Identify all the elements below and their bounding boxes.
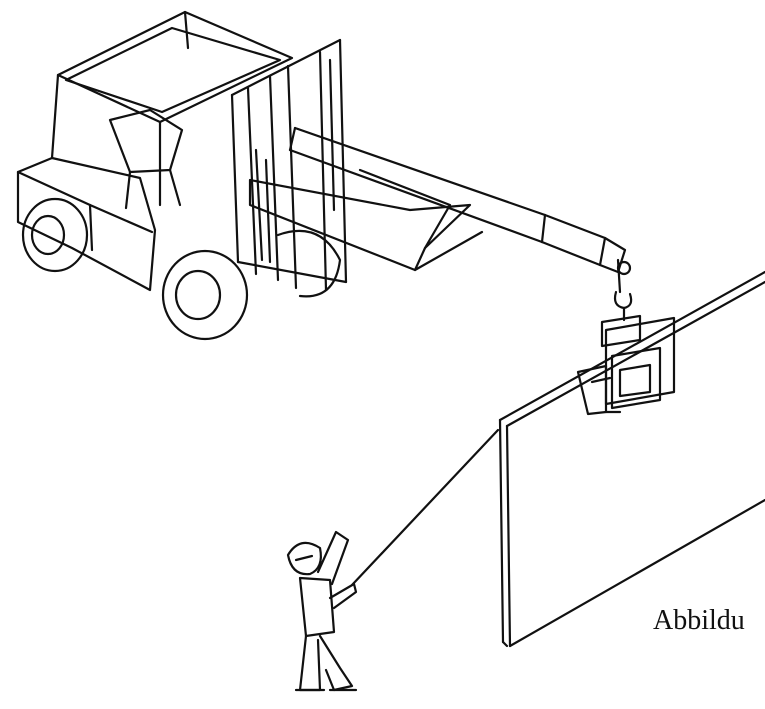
figure-caption: Abbildu (653, 605, 745, 636)
crane-boom (248, 126, 633, 322)
panel (498, 270, 765, 648)
guide-rope (350, 428, 500, 587)
worker (286, 530, 358, 692)
forklift (16, 10, 348, 341)
